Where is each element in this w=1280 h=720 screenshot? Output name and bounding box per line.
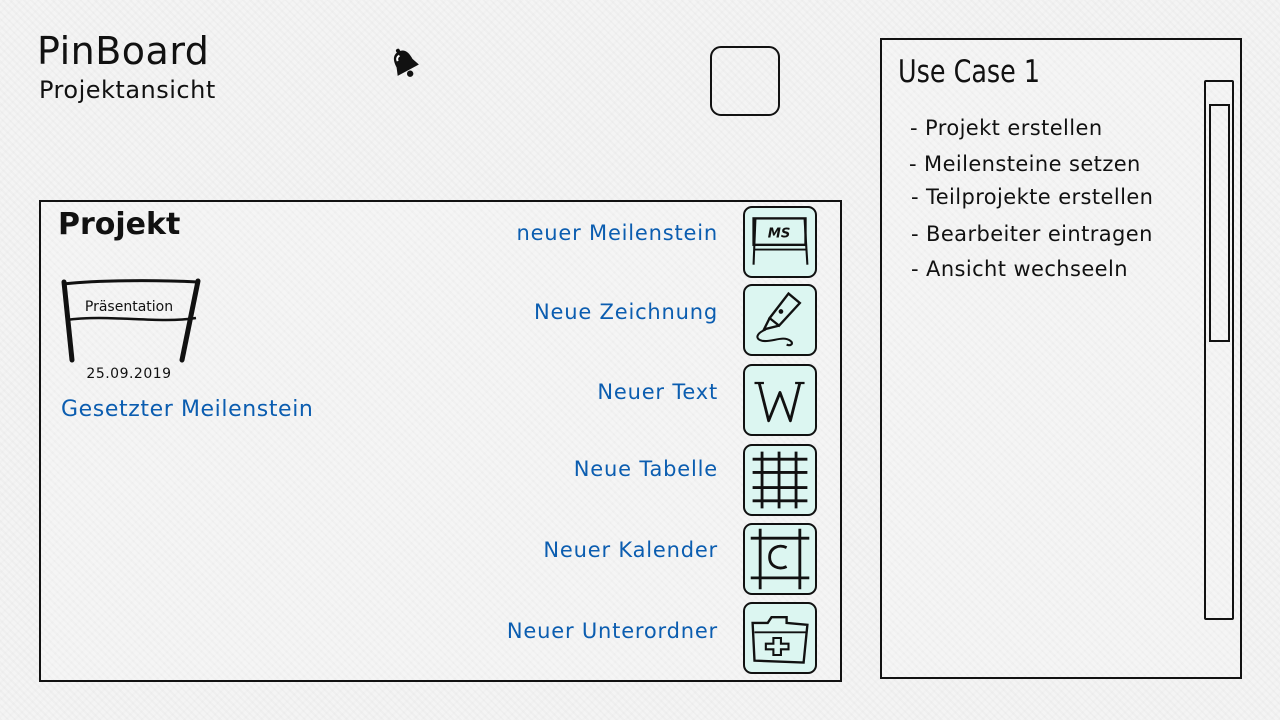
pen-nib-icon: [756, 291, 802, 347]
milestone-date: 25.09.2019: [86, 366, 172, 382]
usecase-scrollbar[interactable]: [1204, 80, 1234, 620]
new-text-link[interactable]: Neuer Text: [597, 380, 718, 404]
folder-plus-icon: [751, 616, 809, 664]
milestone-link[interactable]: Gesetzter Meilenstein: [61, 397, 314, 422]
app-title: PinBoard: [37, 29, 210, 73]
milestone-banner-icon[interactable]: [58, 278, 204, 364]
new-subfolder-link[interactable]: Neuer Unterordner: [506, 619, 718, 643]
blank-square-button[interactable]: [710, 46, 780, 116]
table-grid-icon: [752, 451, 808, 509]
usecase-item: - Meilensteine setzen: [909, 152, 1141, 176]
bell-icon[interactable]: [388, 46, 422, 82]
new-table-link[interactable]: Neue Tabelle: [573, 457, 718, 481]
svg-text:MS: MS: [768, 226, 791, 241]
usecase-item: - Projekt erstellen: [910, 116, 1103, 140]
new-milestone-link[interactable]: neuer Meilenstein: [516, 221, 718, 245]
new-milestone-button[interactable]: MS: [743, 206, 817, 278]
new-table-button[interactable]: [743, 444, 817, 516]
usecase-item: - Ansicht wechseeln: [911, 257, 1128, 281]
milestone-label: Präsentation: [84, 299, 174, 315]
project-heading: Projekt: [58, 207, 181, 242]
new-calendar-link[interactable]: Neuer Kalender: [543, 538, 718, 562]
new-drawing-button[interactable]: [743, 284, 817, 356]
usecase-item: - Bearbeiter eintragen: [911, 222, 1153, 246]
scrollbar-thumb[interactable]: [1209, 104, 1230, 342]
text-w-icon: [754, 381, 805, 423]
page-subtitle: Projektansicht: [39, 76, 216, 104]
new-calendar-button[interactable]: [743, 523, 817, 595]
new-drawing-link[interactable]: Neue Zeichnung: [534, 300, 718, 324]
usecase-panel: [880, 38, 1242, 679]
new-subfolder-button[interactable]: [743, 602, 817, 674]
project-panel: [39, 200, 842, 682]
usecase-title: Use Case 1: [898, 54, 1041, 90]
calendar-icon: [750, 528, 810, 590]
new-text-button[interactable]: [743, 364, 817, 436]
usecase-item: - Teilprojekte erstellen: [911, 185, 1154, 209]
milestone-ms-icon: MS: [752, 217, 809, 265]
